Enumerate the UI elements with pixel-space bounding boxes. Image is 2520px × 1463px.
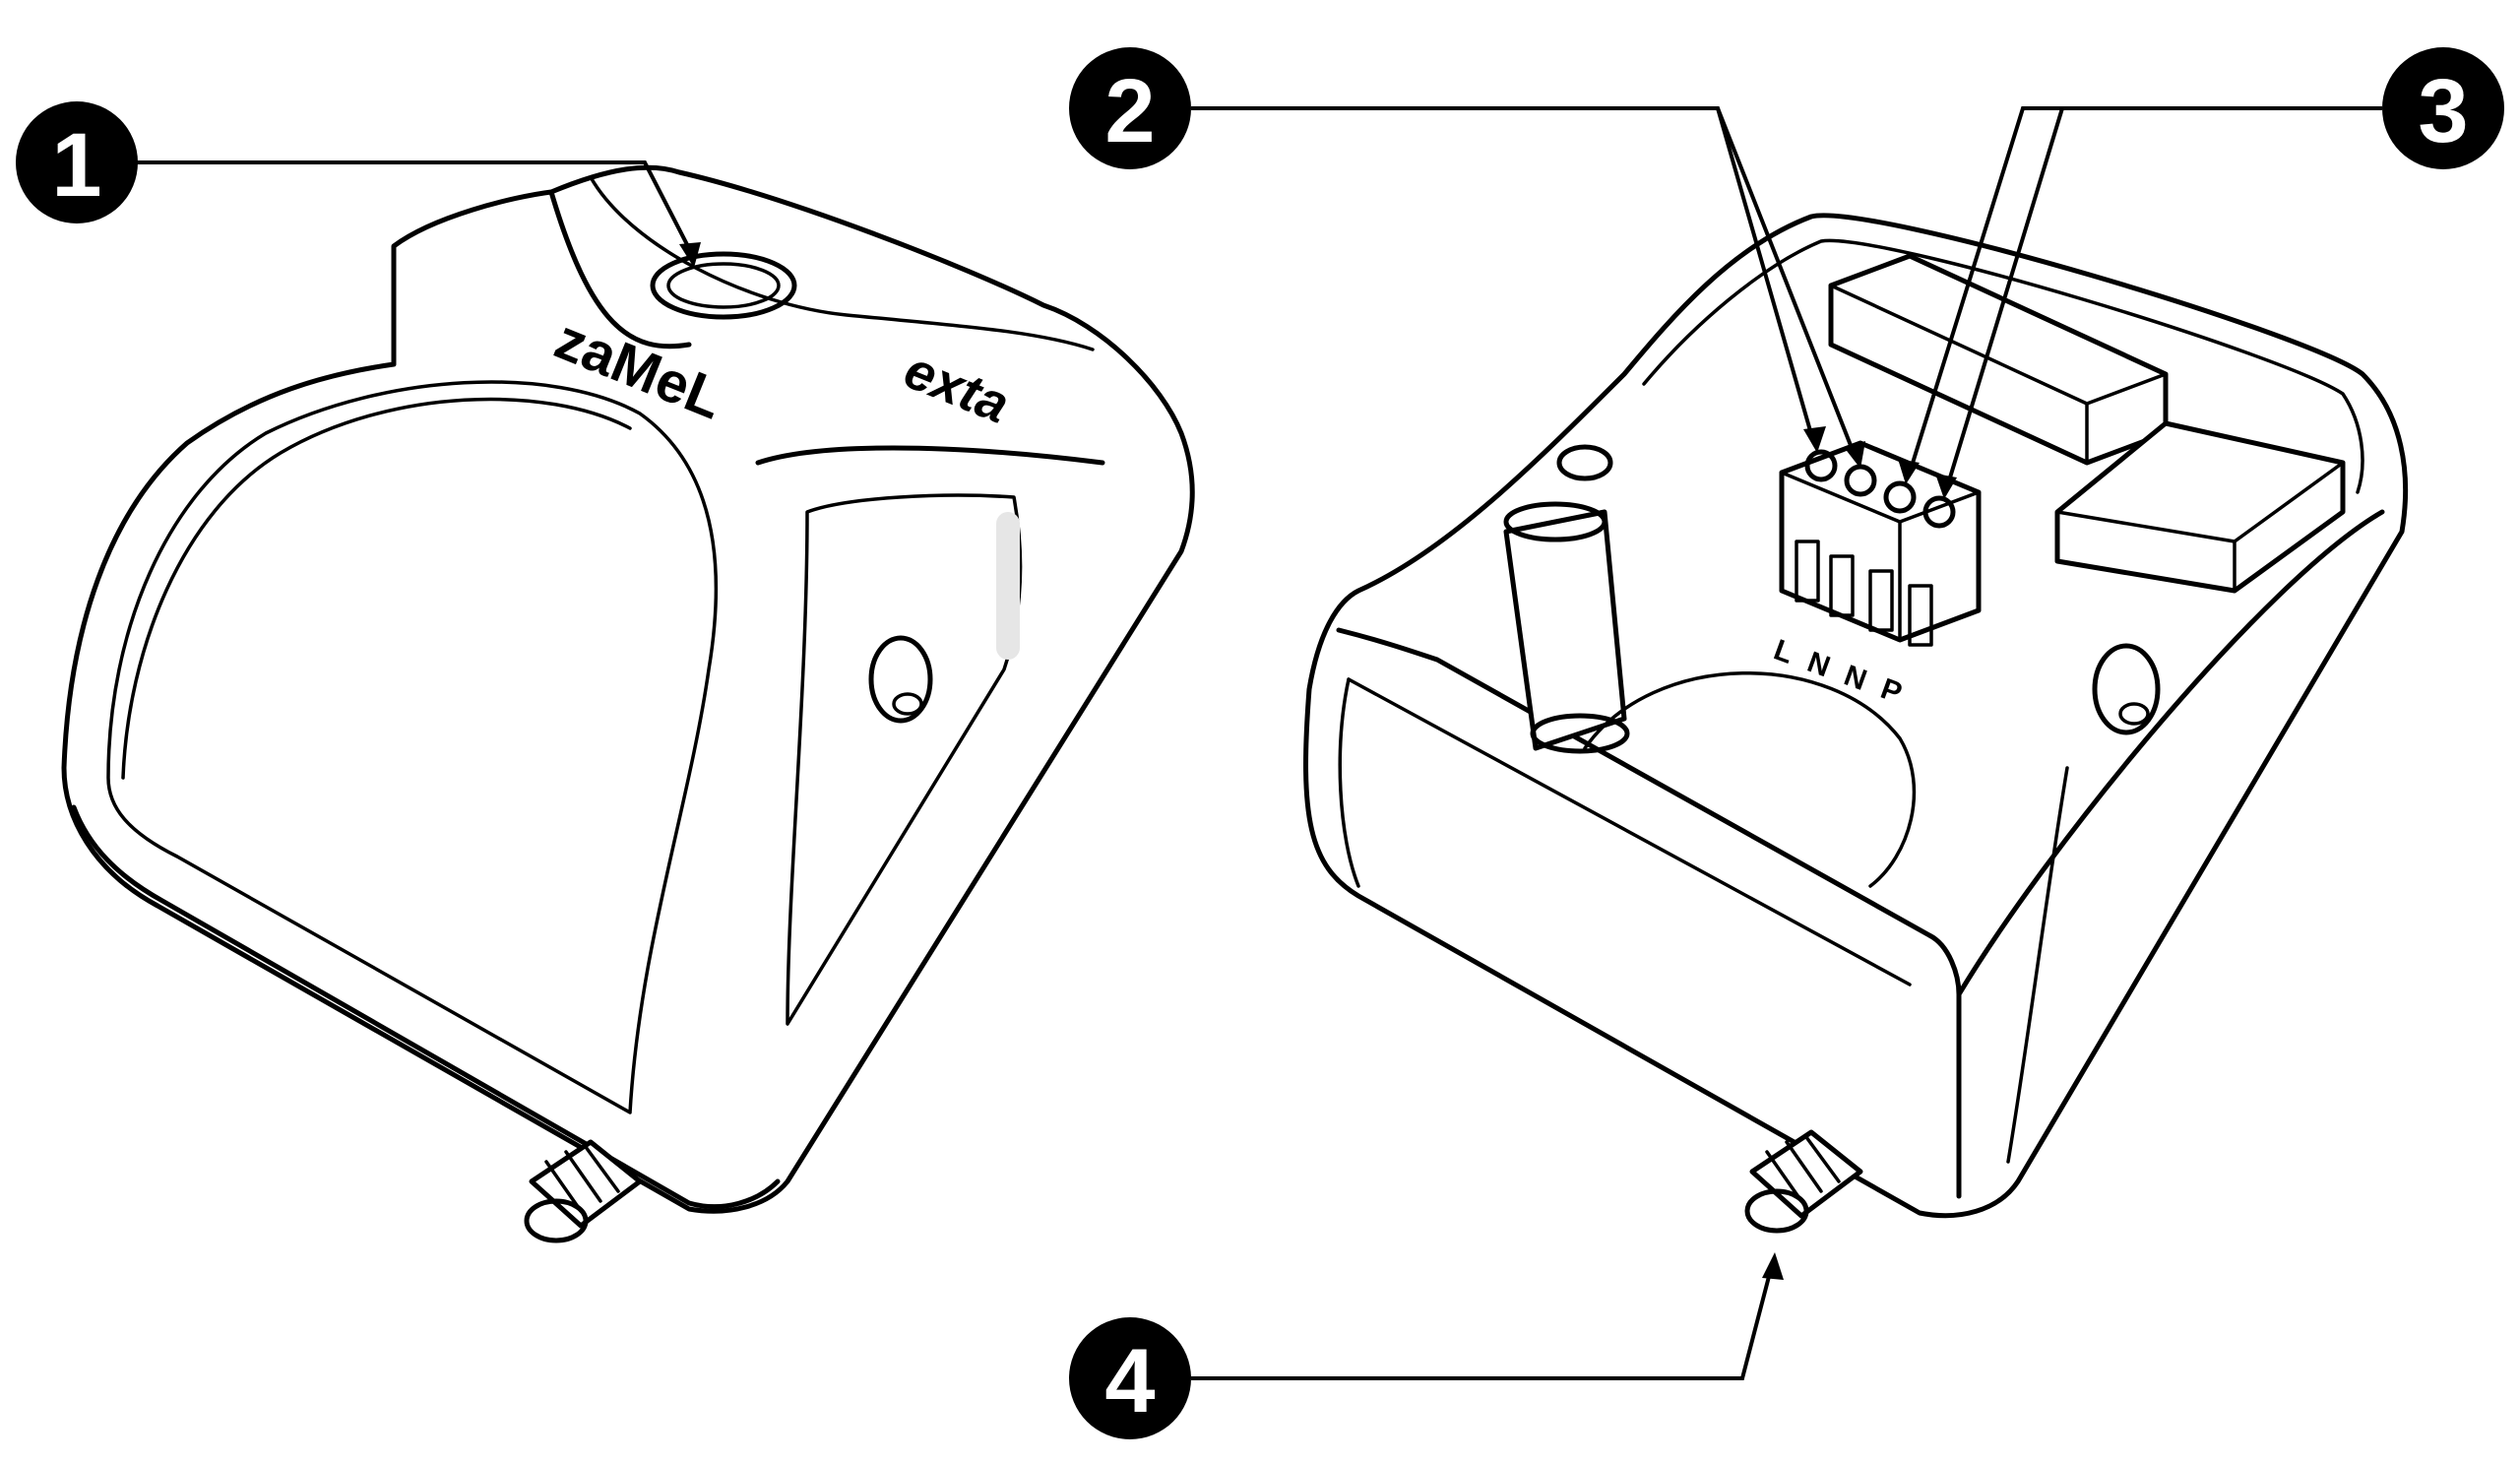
leader-lines	[136, 106, 2382, 1380]
callout-4-label: 4	[1104, 1331, 1155, 1431]
open-housing: LNNP	[1303, 213, 2409, 1234]
callout-2: 2	[1069, 47, 1191, 169]
callout-1-label: 1	[51, 115, 101, 216]
callout-3: 3	[2382, 47, 2504, 169]
terminal-block: LNNP	[1770, 440, 1982, 716]
callout-2-label: 2	[1104, 61, 1155, 161]
antenna-knob-left	[524, 1139, 643, 1243]
callout-1: 1	[16, 101, 138, 223]
closed-housing: zaMeL exta	[61, 164, 1195, 1243]
antenna-knob-right	[1744, 1129, 1863, 1234]
callout-3-label: 3	[2418, 61, 2468, 161]
callout-4: 4	[1069, 1317, 1191, 1439]
